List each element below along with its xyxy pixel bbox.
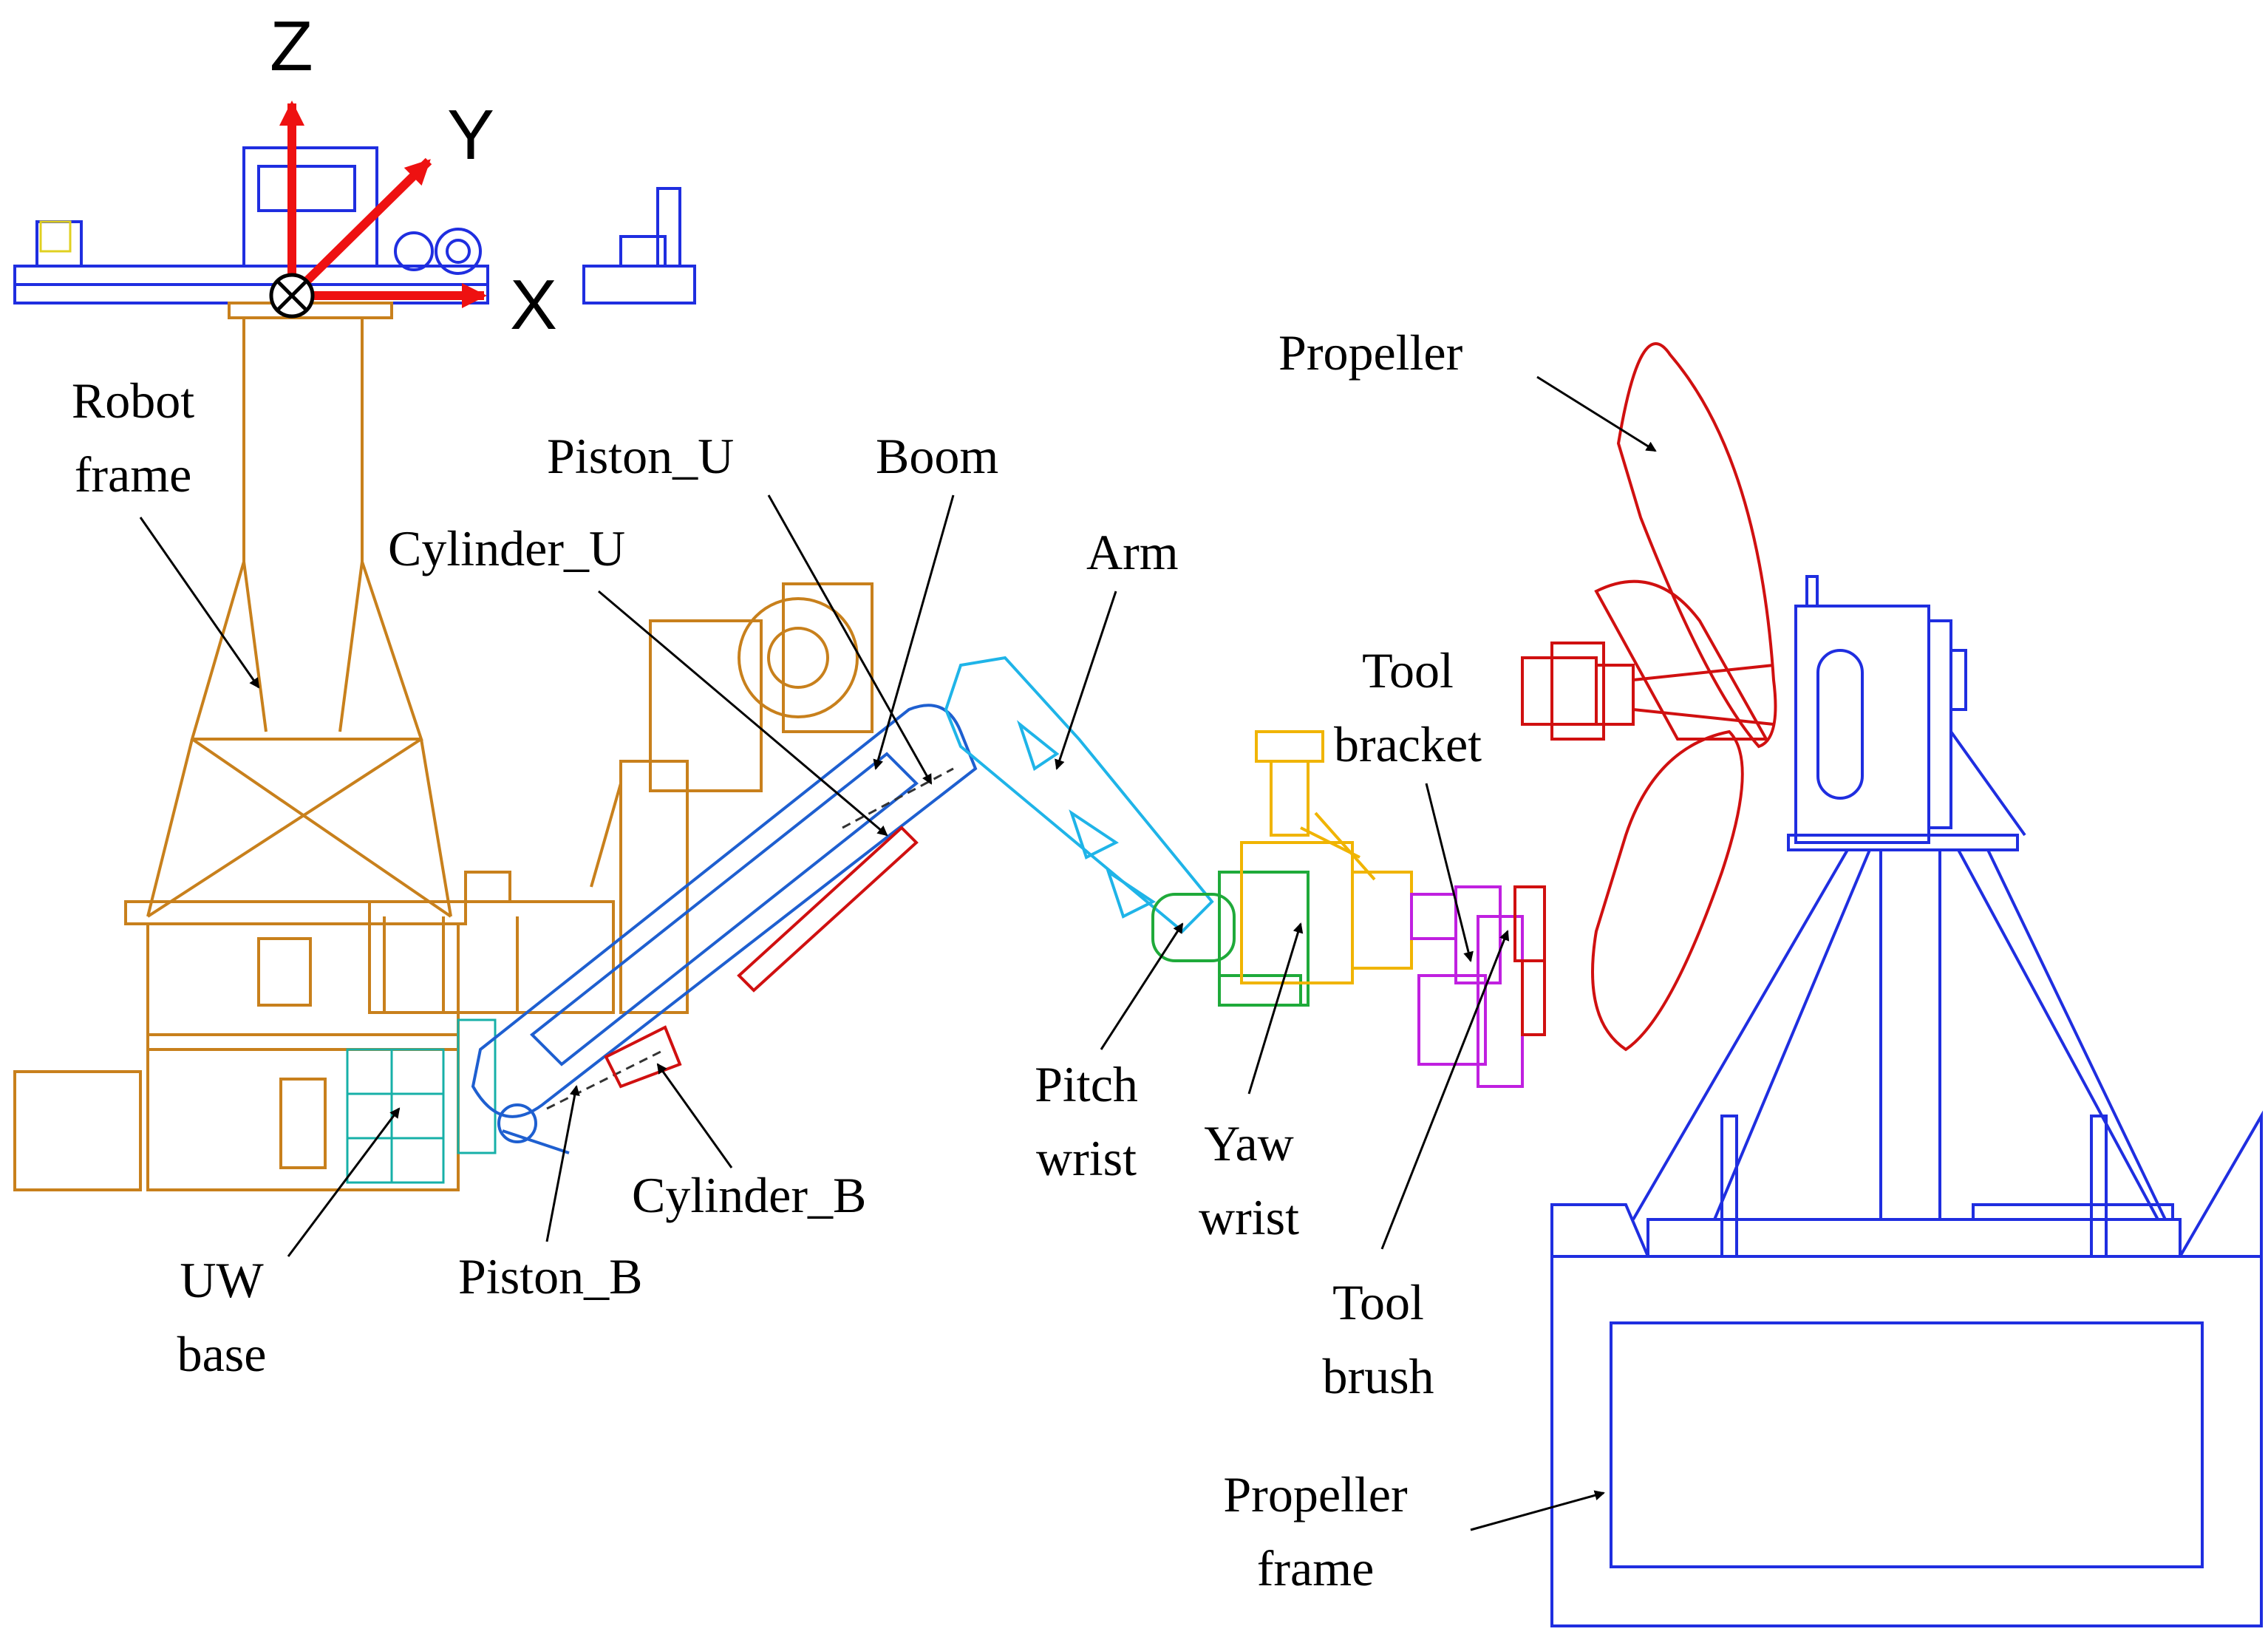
robot-frame-label-line2: frame [75, 446, 192, 503]
tool-brush-label-line1: Tool [1332, 1274, 1424, 1330]
y-axis-label: Y [447, 95, 494, 174]
top-mount-platform [13, 146, 696, 304]
propeller-frame-label-line2: frame [1257, 1540, 1375, 1596]
z-axis-label: Z [270, 7, 313, 86]
tool-bracket-label-line1: Tool [1362, 642, 1454, 698]
uw-base-label-line2: base [177, 1326, 267, 1382]
robot-frame-structure [13, 302, 874, 1191]
cylinder-u-label: Cylinder_U [388, 520, 625, 576]
arm-link [944, 656, 1214, 933]
yaw-wrist-part [1240, 730, 1413, 984]
yaw-wrist-label-line2: wrist [1199, 1189, 1299, 1245]
uw-base-label-line1: UW [180, 1252, 264, 1308]
propeller-frame-structure [1550, 575, 2263, 1627]
cylinder-b-label: Cylinder_B [632, 1167, 866, 1223]
tool-assembly [1410, 885, 1546, 1088]
x-axis-label: X [510, 265, 557, 344]
piston-b-label: Piston_B [458, 1248, 642, 1304]
pitch-wrist-label-line2: wrist [1036, 1130, 1137, 1186]
propeller-frame-label-line1: Propeller [1223, 1466, 1408, 1522]
propeller-part [1521, 342, 1777, 1052]
boom-label: Boom [876, 428, 998, 484]
uw-base-structure [346, 1018, 497, 1184]
pitch-wrist-label-line1: Pitch [1035, 1056, 1138, 1112]
tool-brush-label-line2: brush [1322, 1348, 1434, 1404]
robot-frame-label-line1: Robot [72, 372, 194, 429]
coordinate-axes: Z Y X [269, 7, 557, 344]
yaw-wrist-label-line1: Yaw [1204, 1115, 1294, 1171]
piston-u-label: Piston_U [547, 428, 734, 484]
boom-assembly [471, 704, 978, 1154]
callout-labels: Robot frame Piston_U Boom Cylinder_U Arm… [72, 324, 1657, 1596]
tool-bracket-label-line2: bracket [1334, 716, 1482, 772]
y-axis-arrow [288, 157, 432, 299]
arm-label: Arm [1086, 524, 1179, 580]
propeller-label: Propeller [1278, 324, 1463, 381]
pitch-wrist-part [1151, 871, 1310, 1007]
